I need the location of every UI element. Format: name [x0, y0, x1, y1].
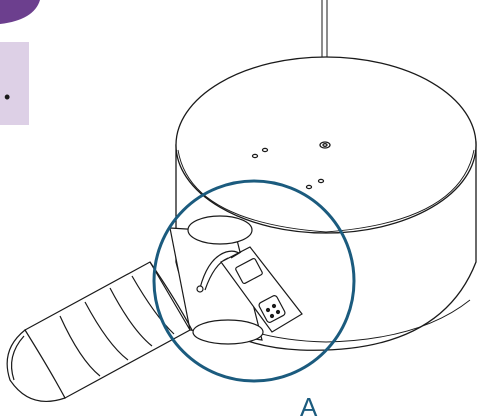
lavender-side-panel — [0, 42, 29, 125]
side-panel-bullet: • — [4, 87, 10, 107]
handheld-meter-icon — [196, 246, 303, 333]
callout-circle — [152, 179, 356, 383]
callout-label-a: A — [300, 392, 318, 420]
flexible-duct — [6, 261, 193, 402]
purple-corner-shape — [0, 0, 40, 24]
